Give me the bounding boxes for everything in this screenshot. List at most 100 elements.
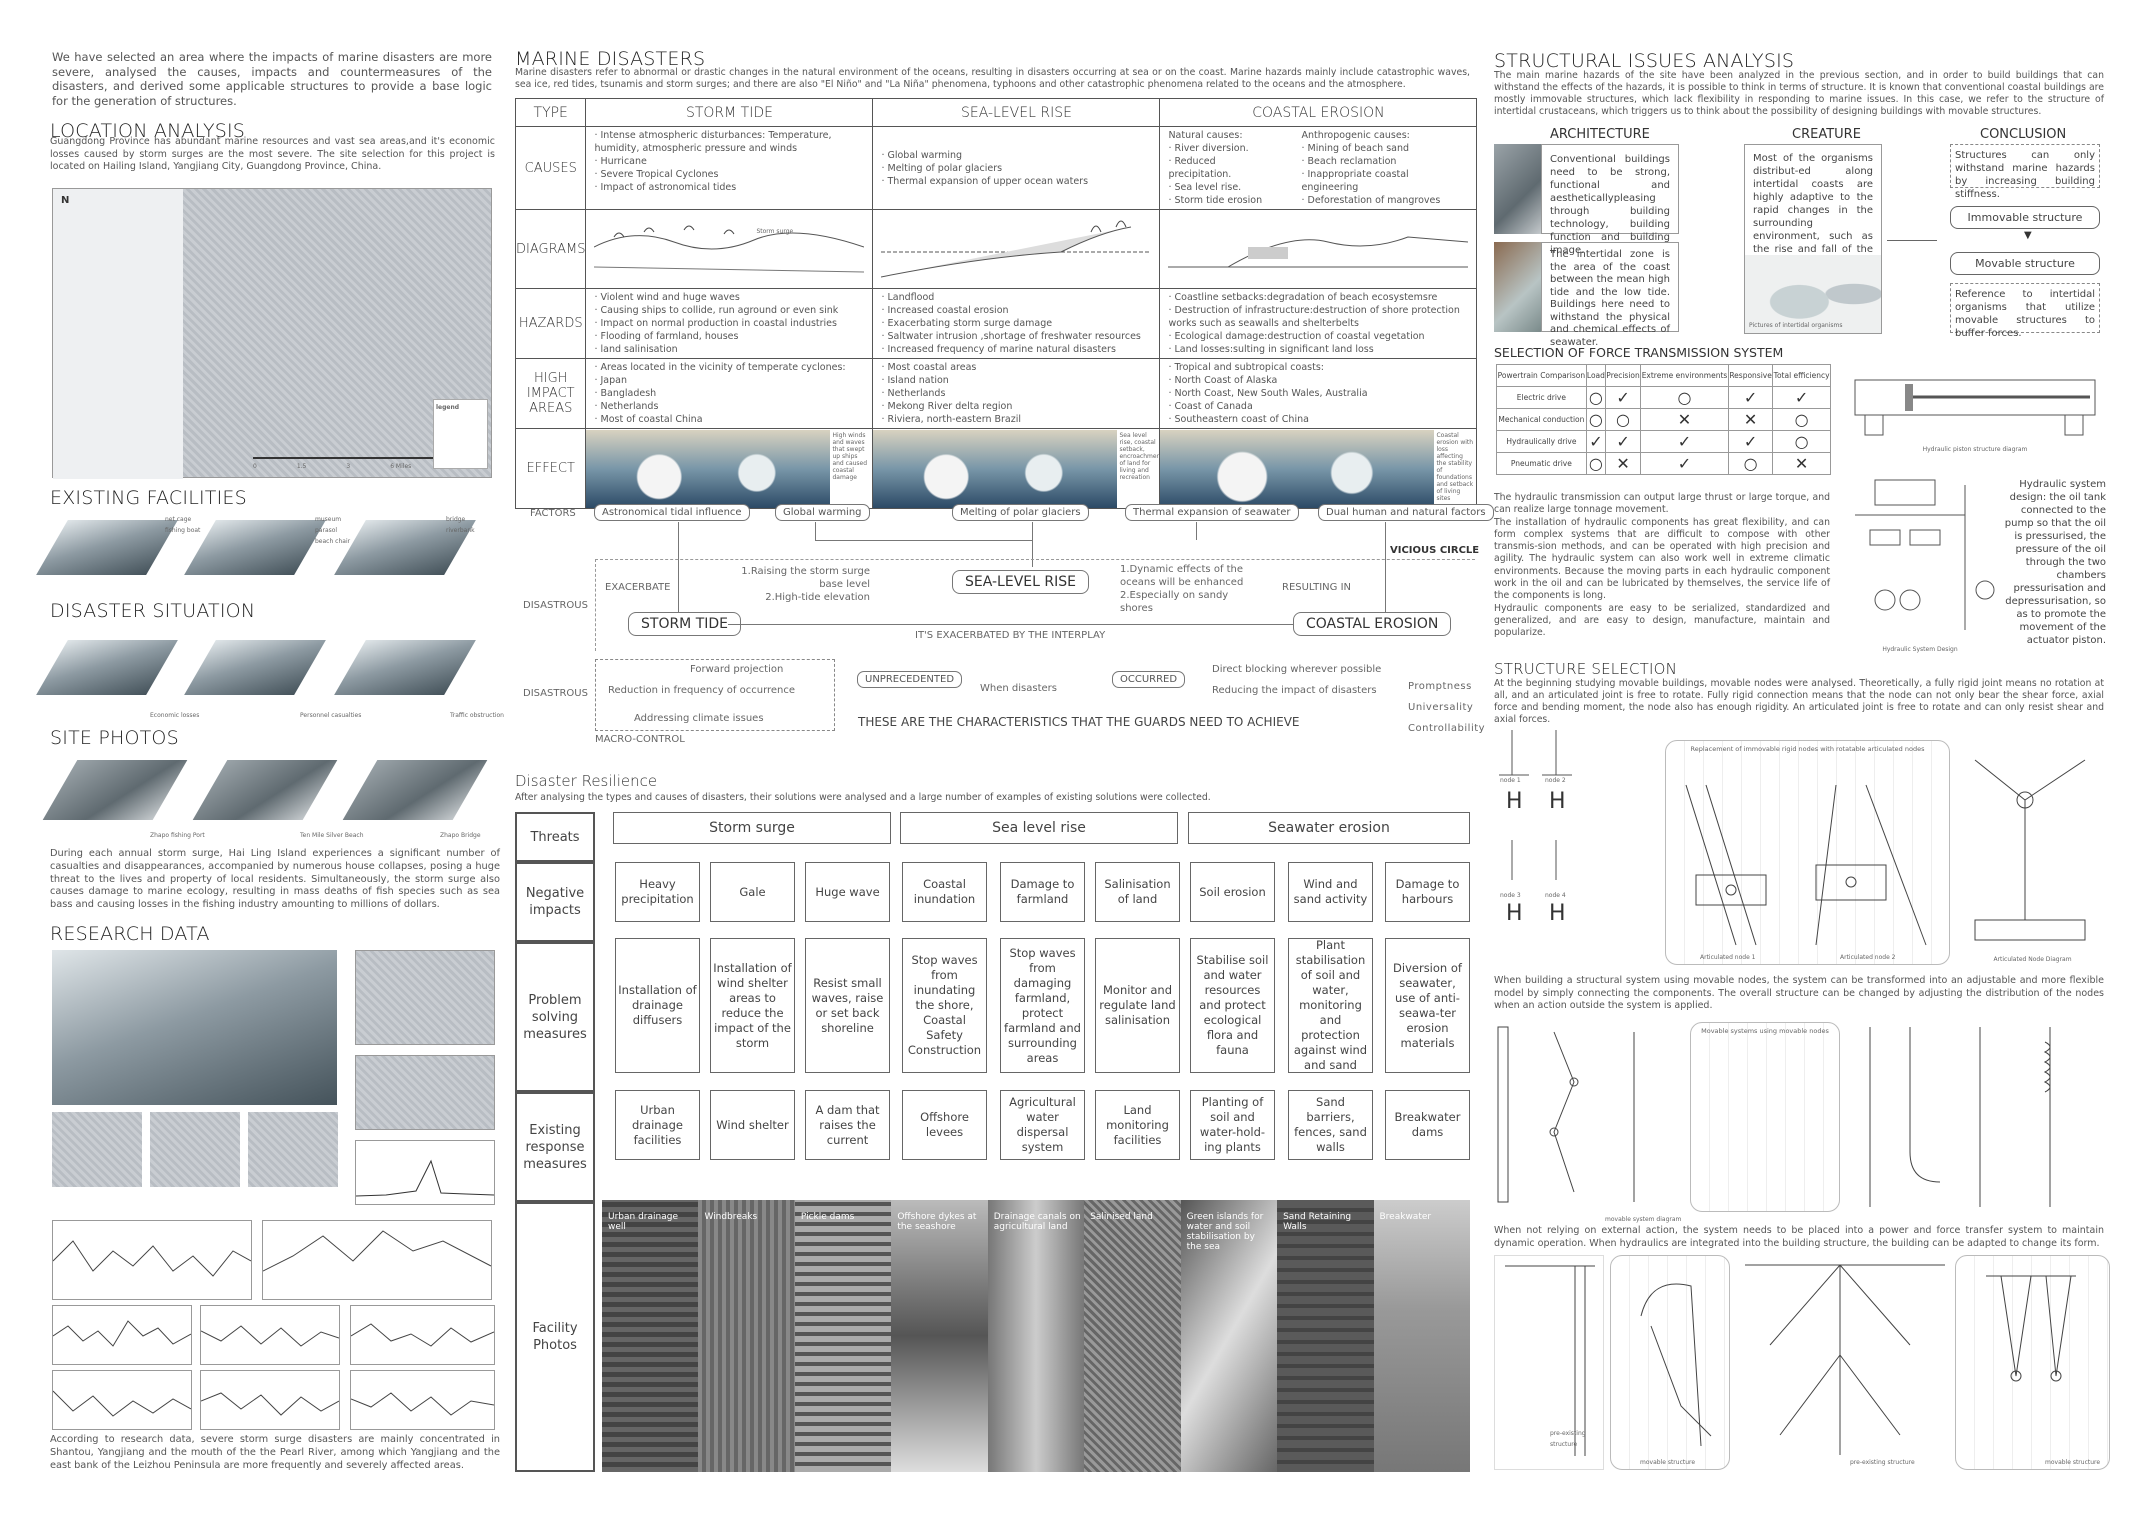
measure-box: Stabilise soil and water resources and p… xyxy=(1190,938,1275,1073)
storm-tide-diagram: Storm surge xyxy=(585,209,874,289)
macro-control-box xyxy=(595,659,835,731)
disaster-situation-title: DISASTER SITUATION xyxy=(50,600,256,622)
pre-existing-caption-2: pre-existing structure xyxy=(1850,1459,1915,1466)
facility-photo: Green islands for water and soil stabili… xyxy=(1180,1200,1278,1472)
movable-structure-drawing-1 xyxy=(1610,1255,1730,1470)
facility-photo: Sand Retaining Walls xyxy=(1277,1200,1374,1472)
connector-line xyxy=(678,522,679,627)
disastrous-label-2: DISASTROUS xyxy=(523,688,588,699)
architecture-heading: ARCHITECTURE xyxy=(1550,127,1650,142)
table-row-diagrams: DIAGRAMS Storm surge xyxy=(514,209,1478,289)
force-row: Electric drive○✓○✓✓ xyxy=(1496,386,1831,409)
force-row: Mechanical conduction○○✕✕○ xyxy=(1496,408,1831,431)
header-sea-level-rise: SEA-LEVEL RISE xyxy=(872,98,1161,127)
facility-photo: Urban drainage well xyxy=(602,1200,699,1472)
facility-photo: Pickle dams xyxy=(794,1200,892,1472)
architecture-photo-2 xyxy=(1494,242,1541,332)
north-arrow-icon: N xyxy=(61,195,70,206)
research-title: RESEARCH DATA xyxy=(50,923,210,945)
movable-caption-1: movable structure xyxy=(1640,1459,1696,1466)
arrow-down-icon: ▼ xyxy=(2024,230,2032,241)
factor-polar-glaciers: Melting of polar glaciers xyxy=(952,504,1089,521)
right-note: 1.Dynamic effects of the oceans will be … xyxy=(1120,564,1244,614)
sea-level-diagram xyxy=(872,209,1161,289)
connector-line xyxy=(815,540,1032,541)
intro-text: We have selected an area where the impac… xyxy=(52,50,492,108)
impact-box: Heavy precipitation xyxy=(615,862,700,922)
existing-box: Wind shelter xyxy=(710,1090,795,1160)
factors-label: FACTORS xyxy=(530,508,576,519)
node-1-label: node 1 xyxy=(1500,777,1521,784)
architecture-text-2: The intertidal zone is the area of the c… xyxy=(1541,242,1679,348)
coastal-erosion-node: COASTAL EROSION xyxy=(1293,612,1452,636)
movable-diagram-caption: movable system diagram xyxy=(1605,1216,1682,1223)
movable-structure-node: Movable structure xyxy=(1950,252,2100,275)
chart-d xyxy=(200,1305,340,1365)
chart-e xyxy=(350,1305,495,1365)
facility-photo: Salinised land xyxy=(1084,1200,1181,1472)
measure-box: Installation of wind shelter areas to re… xyxy=(710,938,795,1073)
site-photo-2 xyxy=(192,760,338,820)
architecture-text-1: Conventional buildings need to be strong… xyxy=(1541,144,1679,256)
measure-box: Stop waves from inundating the shore, Co… xyxy=(902,938,987,1073)
table-row-hazards: HAZARDS · Violent wind and huge waves · … xyxy=(514,288,1478,359)
impact-box: Damage to farmland xyxy=(1000,862,1085,922)
movable-system-sketch xyxy=(1494,1022,1674,1212)
impact-box: Damage to harbours xyxy=(1385,862,1470,922)
occurred-node: OCCURRED xyxy=(1112,671,1186,688)
articulated-node-diagram: Articulated Node Diagram xyxy=(1955,740,2110,965)
reducing-impact: Reducing the impact of disasters xyxy=(1212,685,1377,696)
threat-seawater-erosion: Seawater erosion xyxy=(1188,812,1470,844)
hydraulic-text: The hydraulic transmission can output la… xyxy=(1494,492,1830,639)
table-row-effect: EFFECT High winds and waves that swept u… xyxy=(514,428,1478,509)
pre-existing-caption-1: pre-existing structure xyxy=(1550,1430,1586,1448)
macro-control-label: MACRO-CONTROL xyxy=(595,734,685,745)
measure-box: Plant stabilisation of soil and water, m… xyxy=(1288,938,1373,1073)
research-map-b xyxy=(150,1112,240,1187)
chart-a xyxy=(52,1220,252,1300)
marine-title: MARINE DISASTERS xyxy=(515,48,706,70)
facility-photo: Drainage canals on agricultural land xyxy=(987,1200,1085,1472)
storm-tide-node: STORM TIDE xyxy=(628,612,742,636)
table-header-row: TYPE STORM TIDE SEA-LEVEL RISE COASTAL E… xyxy=(514,98,1478,127)
table-row-causes: CAUSES · Intense atmospheric disturbance… xyxy=(514,126,1478,210)
disaster-model-3 xyxy=(334,640,476,695)
force-title: SELECTION OF FORCE TRANSMISSION SYSTEM xyxy=(1494,345,1784,360)
vicious-circle-area xyxy=(595,559,1475,651)
crustacean-photo: Pictures of intertidal organisms xyxy=(1745,255,1881,333)
site-photos-title: SITE PHOTOS xyxy=(50,727,179,749)
header-storm-tide: STORM TIDE xyxy=(585,98,874,127)
articulated-nodes-drawing: Replacement of immovable rigid nodes wit… xyxy=(1665,740,1950,965)
map-legend: legend xyxy=(433,399,488,469)
measure-box: Stop waves from damaging farmland, prote… xyxy=(1000,938,1085,1073)
research-island-map xyxy=(52,950,337,1105)
structure-selection-text: At the beginning studying movable buildi… xyxy=(1494,678,2104,725)
svg-text:H: H xyxy=(1506,901,1523,926)
marine-text: Marine disasters refer to abnormal or dr… xyxy=(515,67,1470,90)
characteristics-label: THESE ARE THE CHARACTERISTICS THAT THE G… xyxy=(858,715,1300,729)
research-map-c xyxy=(248,1112,338,1187)
site-caption-1: Zhapo fishing Port xyxy=(150,832,205,839)
effect-image-coast xyxy=(1160,429,1435,508)
facility-model-1 xyxy=(36,520,178,575)
structure-selection-title: STRUCTURE SELECTION xyxy=(1494,660,1678,678)
row-label-threats: Threats xyxy=(515,812,595,862)
movable-caption-2: movable structure xyxy=(2045,1459,2101,1466)
pre-existing-structure-drawing-2 xyxy=(1740,1255,1950,1470)
resulting-in-label: RESULTING IN xyxy=(1282,582,1352,593)
chart-b-cape xyxy=(262,1220,492,1300)
disaster-caption-1: Economic losses xyxy=(150,712,200,719)
connector-line xyxy=(1385,522,1386,627)
impact-box: Huge wave xyxy=(805,862,890,922)
site-caption-3: Zhapo Bridge xyxy=(440,832,481,839)
hydraulic-system-text: Hydraulic system design: the oil tank co… xyxy=(2004,479,2106,646)
direct-blocking: Direct blocking wherever possible xyxy=(1212,664,1382,675)
facility-model-2 xyxy=(184,520,326,575)
structural-text: The main marine hazards of the site have… xyxy=(1494,70,2104,117)
impact-box: Wind and sand activity xyxy=(1288,862,1373,922)
factor-thermal-expansion: Thermal expansion of seawater xyxy=(1125,504,1299,521)
